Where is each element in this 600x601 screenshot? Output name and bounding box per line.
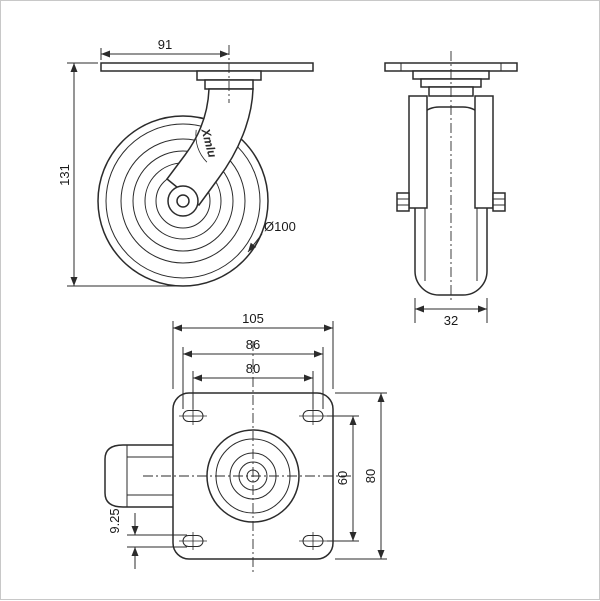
bolt-slot-top-right: [299, 407, 327, 425]
dim-80h-label: 80: [246, 361, 260, 376]
side-view: Xmlu 91 131 Ø100: [57, 37, 314, 287]
dim-60-label: 60: [335, 471, 350, 485]
dim-60: 60: [327, 415, 359, 542]
dim-86: 86: [182, 337, 324, 409]
dim-9-25-label: 9.25: [107, 508, 122, 533]
dim-80v-label: 80: [363, 469, 378, 483]
wheel-side: [97, 115, 269, 287]
axle-nut-right: [492, 192, 506, 212]
bolt-slot-bottom-left: [179, 532, 207, 550]
dim-32: 32: [414, 298, 488, 328]
plan-view: 105 86 80 60 80: [104, 311, 387, 573]
dim-105-label: 105: [242, 311, 264, 326]
dim-80-vertical: 80: [335, 392, 387, 560]
dim-91-label: 91: [158, 37, 172, 52]
fork-leg-left: [408, 95, 428, 209]
dim-wheel-diameter: Ø100: [247, 219, 296, 253]
dim-91: 91: [100, 37, 229, 60]
dim-9-25: 9.25: [107, 508, 187, 569]
fork-leg-right: [474, 95, 494, 209]
dim-32-label: 32: [444, 313, 458, 328]
bolt-slot-bottom-right: [299, 532, 327, 550]
dim-131-label: 131: [57, 164, 72, 186]
axle-nut-left: [396, 192, 410, 212]
axle-side: [176, 194, 190, 208]
dim-131: 131: [57, 62, 180, 287]
bolt-slot-top-left: [179, 407, 207, 425]
wheel-plan-protrusion: [104, 444, 173, 508]
dim-86-label: 86: [246, 337, 260, 352]
dim-80-horizontal: 80: [192, 361, 314, 409]
dim-diameter-label: Ø100: [264, 219, 296, 234]
top-plate-side: [100, 62, 314, 72]
front-view: 32: [384, 51, 518, 328]
swoosh-logo-icon: [195, 129, 208, 163]
dim-105: 105: [172, 311, 334, 389]
fork-side: [165, 88, 254, 207]
